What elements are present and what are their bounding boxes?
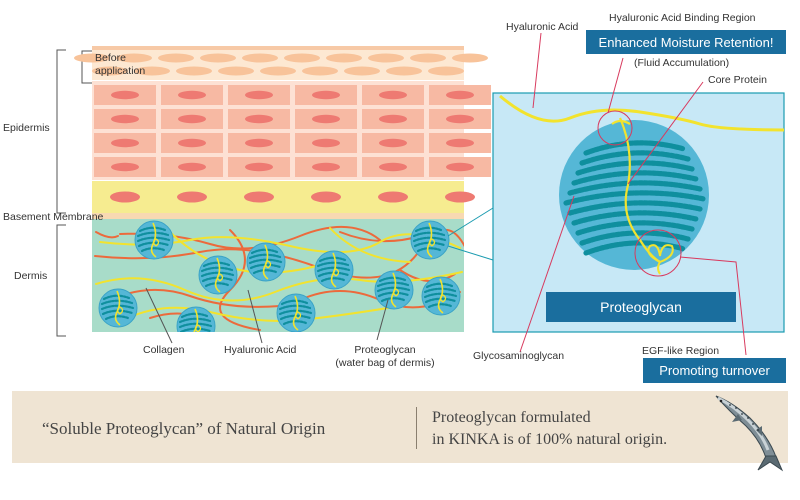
banner-line-2: in KINKA is of 100% natural origin. <box>432 430 668 448</box>
natural-origin-banner: “Soluble Proteoglycan” of Natural Origin… <box>12 391 788 463</box>
proteoglycan-label: Proteoglycan (water bag of dermis) <box>335 344 435 369</box>
banner-description: Proteoglycan formulated in KINKA is of 1… <box>432 407 667 450</box>
zoom-connector <box>447 207 494 261</box>
banner-line-1: Proteoglycan formulated <box>432 409 591 426</box>
dermis <box>92 219 464 332</box>
zoom-panel <box>492 92 785 333</box>
banner-title: “Soluble Proteoglycan” of Natural Origin <box>42 419 326 438</box>
glycosaminoglycan-label: Glycosaminoglycan <box>473 350 565 362</box>
basal-cells <box>110 191 475 203</box>
core-protein-label: Core Protein <box>708 74 767 86</box>
binding-region-label: Hyaluronic Acid Binding Region <box>609 12 756 24</box>
zoom-hyaluronic-acid-label: Hyaluronic Acid <box>506 21 579 33</box>
collagen-label: Collagen <box>143 344 185 356</box>
promoting-turnover-badge: Promoting turnover <box>643 358 786 383</box>
epidermis-label: Epidermis <box>3 122 50 134</box>
hyaluronic-acid-label: Hyaluronic Acid <box>224 344 297 356</box>
dermis-callout-lines <box>145 287 389 344</box>
moisture-retention-badge: Enhanced Moisture Retention! <box>586 30 786 54</box>
banner-divider <box>416 407 417 449</box>
spinous-cells <box>94 85 491 177</box>
basal-layer <box>92 181 464 213</box>
salmon-icon <box>715 395 784 472</box>
proteoglycan-badge: Proteoglycan <box>546 292 736 322</box>
fluid-accumulation-label: (Fluid Accumulation) <box>634 57 730 69</box>
epidermis-bracket <box>56 49 92 337</box>
egf-region-label: EGF-like Region <box>642 345 720 357</box>
callout-lines <box>519 32 747 356</box>
corneum-cells <box>74 53 488 76</box>
basement-membrane <box>92 213 464 219</box>
before-application-label: Before application <box>95 52 146 77</box>
basement-membrane-label: Basement Membrane <box>3 211 104 223</box>
dermis-label: Dermis <box>14 270 48 282</box>
